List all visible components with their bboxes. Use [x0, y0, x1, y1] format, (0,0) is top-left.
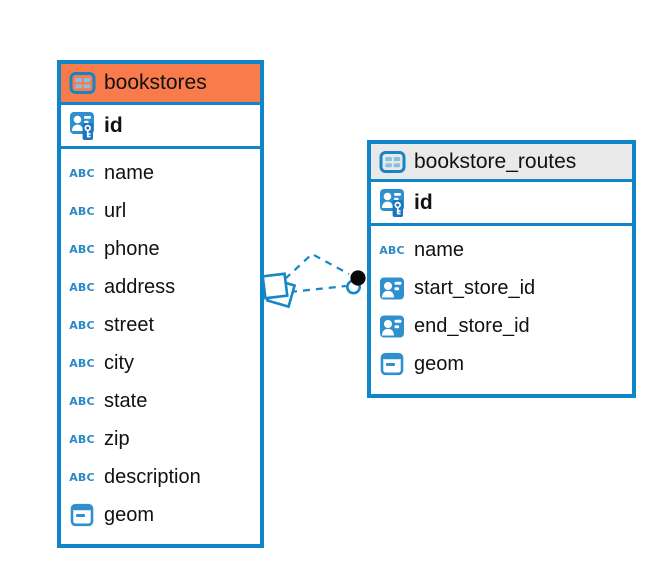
- text-type-icon: ABC: [69, 166, 95, 180]
- geometry-type-icon: [378, 352, 406, 376]
- column-row-id[interactable]: id: [371, 182, 632, 226]
- table-icon: [68, 70, 96, 96]
- column-label: name: [414, 238, 465, 261]
- column-label: state: [104, 389, 148, 412]
- column-row-phone[interactable]: ABC phone: [61, 230, 260, 268]
- text-type-icon: ABC: [69, 280, 95, 294]
- relationship-line-upper[interactable]: [284, 252, 350, 280]
- column-row-start_store_id[interactable]: start_store_id: [371, 269, 632, 307]
- column-label: id: [104, 113, 123, 137]
- column-label: geom: [104, 503, 155, 526]
- text-type-icon: ABC: [69, 356, 95, 370]
- table-icon: [378, 149, 406, 175]
- column-label: name: [104, 161, 155, 184]
- foreign-key-icon: [378, 276, 406, 301]
- primary-key-icon: [68, 110, 96, 141]
- column-label: description: [104, 465, 201, 488]
- column-label: phone: [104, 237, 160, 260]
- text-type-icon: ABC: [69, 394, 95, 408]
- table-bookstore-routes-header[interactable]: bookstore_routes: [371, 144, 632, 182]
- column-row-zip[interactable]: ABC zip: [61, 420, 260, 458]
- column-label: city: [104, 351, 134, 374]
- column-row-address[interactable]: ABC address: [61, 268, 260, 306]
- column-label: id: [414, 190, 433, 214]
- table-title: bookstores: [104, 71, 207, 94]
- foreign-key-icon: [378, 314, 406, 339]
- column-label: street: [104, 313, 155, 336]
- column-row-url[interactable]: ABC url: [61, 192, 260, 230]
- text-type-icon: ABC: [69, 470, 95, 484]
- primary-key-icon: [378, 187, 406, 218]
- table-bookstores-header[interactable]: bookstores: [61, 64, 260, 105]
- column-row-geom[interactable]: geom: [61, 496, 260, 534]
- column-row-id[interactable]: id: [61, 105, 260, 149]
- many-end-diamond-marker: [261, 272, 297, 309]
- column-row-street[interactable]: ABC street: [61, 306, 260, 344]
- text-type-icon: ABC: [69, 242, 95, 256]
- column-label: url: [104, 199, 127, 222]
- column-label: zip: [104, 427, 130, 450]
- column-row-description[interactable]: ABC description: [61, 458, 260, 496]
- column-row-name[interactable]: ABC name: [61, 154, 260, 192]
- column-row-geom[interactable]: geom: [371, 345, 632, 383]
- column-label: geom: [414, 352, 465, 375]
- text-type-icon: ABC: [69, 318, 95, 332]
- text-type-icon: ABC: [69, 432, 95, 446]
- column-label: address: [104, 275, 176, 298]
- table-title: bookstore_routes: [414, 149, 577, 173]
- text-type-icon: ABC: [69, 204, 95, 218]
- column-label: start_store_id: [414, 276, 536, 299]
- table-bookstore-routes[interactable]: bookstore_routes id ABC name start_store_i…: [367, 140, 636, 398]
- column-row-name[interactable]: ABC name: [371, 231, 632, 269]
- relationship-line-lower[interactable]: [289, 284, 347, 294]
- column-row-state[interactable]: ABC state: [61, 382, 260, 420]
- geometry-type-icon: [68, 503, 96, 527]
- column-row-city[interactable]: ABC city: [61, 344, 260, 382]
- text-type-icon: ABC: [379, 243, 405, 257]
- column-row-end_store_id[interactable]: end_store_id: [371, 307, 632, 345]
- one-end-dot-marker: [345, 270, 366, 295]
- column-label: end_store_id: [414, 314, 530, 337]
